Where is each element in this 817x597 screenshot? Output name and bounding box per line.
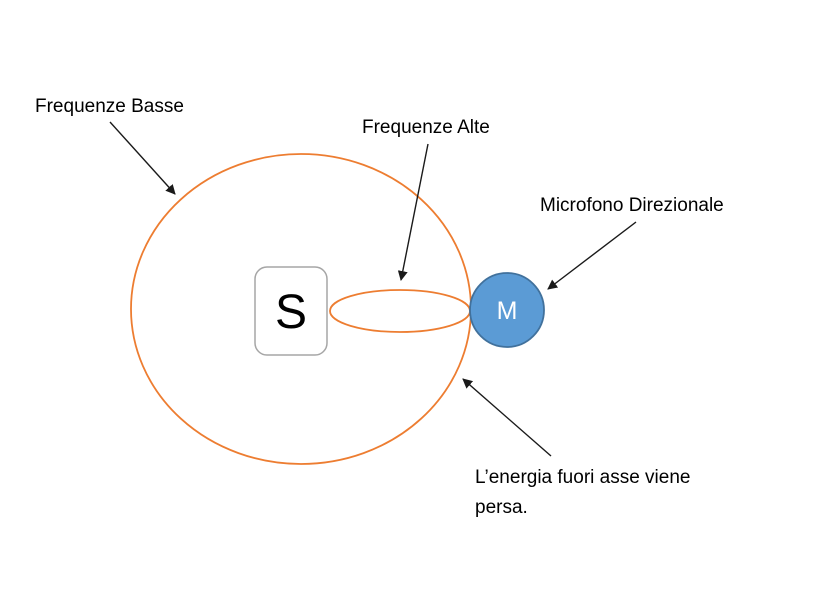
arrow-high-frequencies [397, 143, 429, 281]
label-off-axis-energy-line2: persa. [475, 497, 528, 518]
label-low-frequencies: Frequenze Basse [35, 96, 184, 117]
source-label: S [275, 286, 307, 339]
high-frequency-dispersion-ellipse [329, 289, 471, 333]
label-off-axis-energy-line1: L’energia fuori asse viene [475, 467, 690, 488]
microphone-letter: M [497, 297, 518, 325]
label-high-frequencies: Frequenze Alte [362, 117, 490, 138]
arrow-directional-microphone [547, 221, 637, 290]
source-box [254, 266, 328, 356]
arrow-low-frequencies [109, 121, 176, 195]
microphone-circle [469, 272, 545, 348]
label-directional-microphone: Microfono Direzionale [540, 195, 724, 216]
arrow-off-axis-energy [462, 378, 552, 457]
